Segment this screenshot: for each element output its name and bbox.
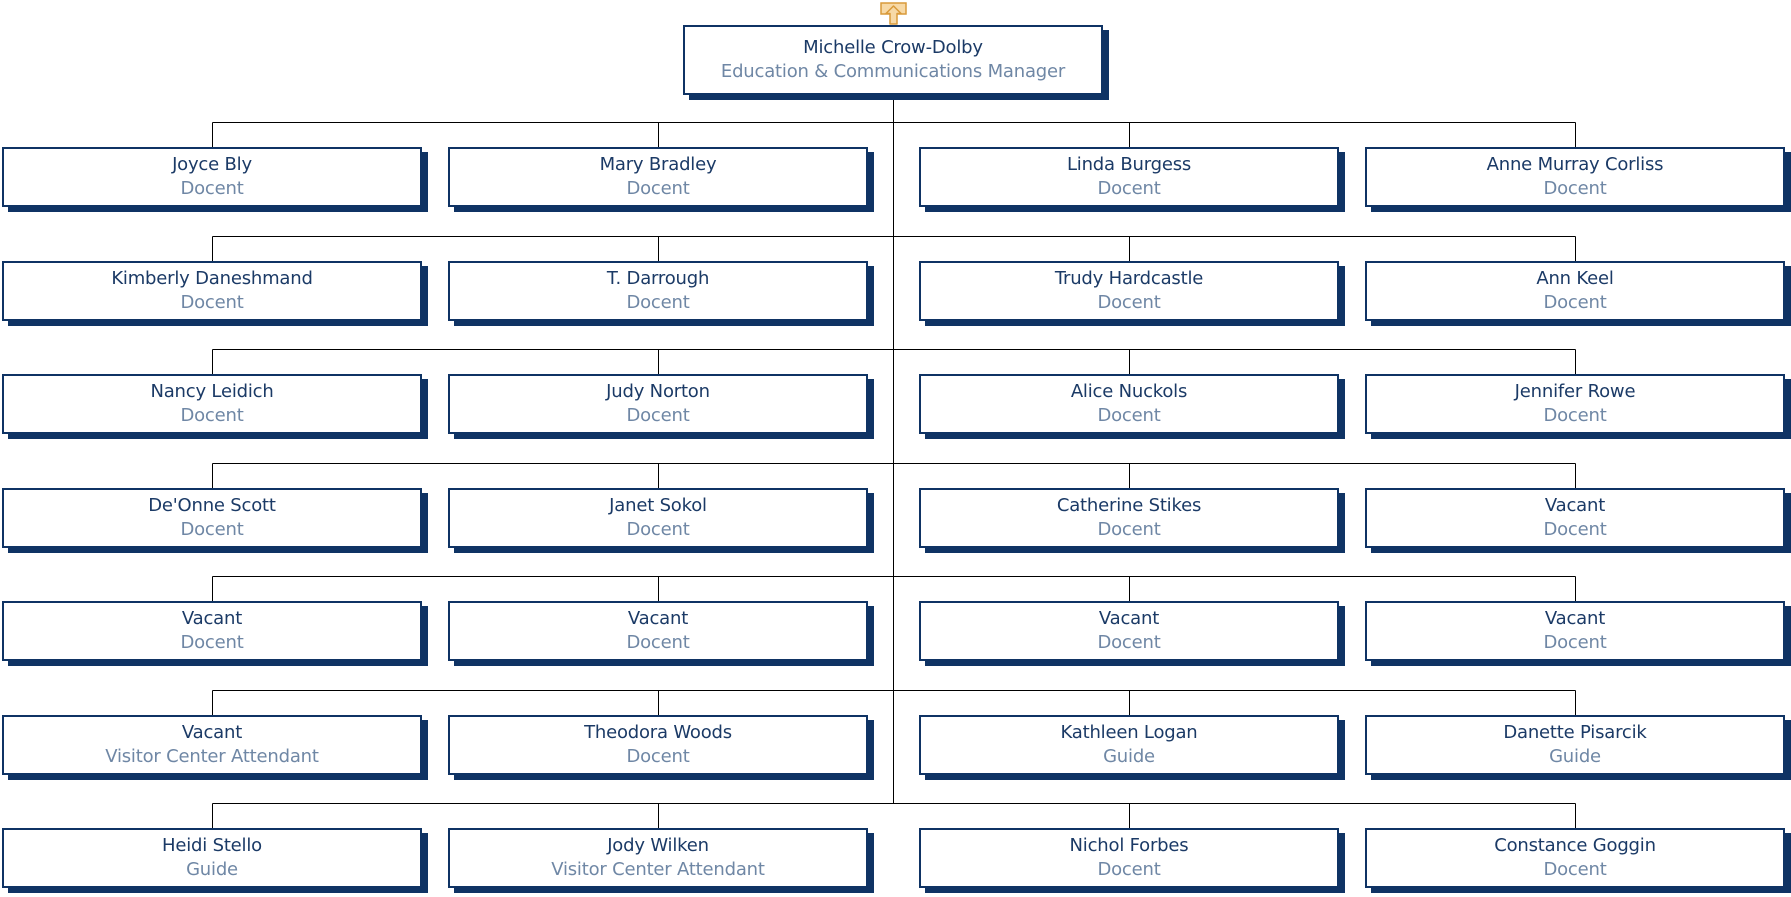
staff-title: Visitor Center Attendant <box>105 746 319 767</box>
staff-name: Vacant <box>1098 608 1160 629</box>
staff-name: Kimberly Daneshmand <box>111 268 313 289</box>
staff-title: Docent <box>626 292 690 313</box>
staff-title: Docent <box>1543 405 1607 426</box>
staff-name: Linda Burgess <box>1066 154 1192 175</box>
staff-name: Heidi Stello <box>162 835 262 856</box>
staff-title: Docent <box>626 632 690 653</box>
staff-name: Ann Keel <box>1536 268 1614 289</box>
staff-title: Docent <box>1097 292 1161 313</box>
staff-title: Docent <box>1097 519 1161 540</box>
staff-name: T. Darrough <box>606 268 710 289</box>
staff-name: Vacant <box>1544 495 1606 516</box>
staff-title: Docent <box>626 746 690 767</box>
staff-name: Nancy Leidich <box>150 381 274 402</box>
staff-title: Docent <box>1543 859 1607 880</box>
staff-name: Catherine Stikes <box>1056 495 1202 516</box>
staff-title: Docent <box>180 632 244 653</box>
manager-name: Michelle Crow-Dolby <box>803 37 983 58</box>
staff-title: Docent <box>1097 178 1161 199</box>
staff-title: Docent <box>180 178 244 199</box>
staff-name: Kathleen Logan <box>1060 722 1198 743</box>
staff-title: Docent <box>180 405 244 426</box>
staff-name: Janet Sokol <box>609 495 707 516</box>
staff-title: Docent <box>1543 519 1607 540</box>
staff-title: Docent <box>1543 292 1607 313</box>
staff-name: Vacant <box>627 608 689 629</box>
staff-name: Mary Bradley <box>599 154 717 175</box>
staff-title: Docent <box>1543 178 1607 199</box>
staff-title: Guide <box>1549 746 1601 767</box>
staff-title: Docent <box>1097 859 1161 880</box>
staff-name: Anne Murray Corliss <box>1486 154 1664 175</box>
staff-title: Visitor Center Attendant <box>551 859 765 880</box>
staff-title: Docent <box>626 178 690 199</box>
staff-name: Danette Pisarcik <box>1503 722 1647 743</box>
staff-title: Guide <box>1103 746 1155 767</box>
staff-title: Docent <box>626 405 690 426</box>
staff-name: Theodora Woods <box>584 722 732 743</box>
staff-title: Guide <box>186 859 238 880</box>
staff-title: Docent <box>1543 632 1607 653</box>
staff-name: De'Onne Scott <box>148 495 276 516</box>
staff-title: Docent <box>1097 405 1161 426</box>
manager-title: Education & Communications Manager <box>720 61 1066 82</box>
staff-name: Nichol Forbes <box>1069 835 1189 856</box>
staff-name: Jennifer Rowe <box>1514 381 1636 402</box>
up-arrow-icon[interactable] <box>880 2 907 26</box>
staff-name: Alice Nuckols <box>1070 381 1188 402</box>
staff-title: Docent <box>180 292 244 313</box>
staff-name: Vacant <box>181 722 243 743</box>
staff-name: Judy Norton <box>606 381 710 402</box>
staff-name: Vacant <box>181 608 243 629</box>
staff-name: Vacant <box>1544 608 1606 629</box>
staff-title: Docent <box>626 519 690 540</box>
staff-name: Constance Goggin <box>1494 835 1656 856</box>
staff-name: Joyce Bly <box>172 154 252 175</box>
manager-node[interactable]: Michelle Crow-Dolby Education & Communic… <box>683 25 1103 95</box>
staff-name: Jody Wilken <box>607 835 709 856</box>
staff-title: Docent <box>180 519 244 540</box>
staff-name: Trudy Hardcastle <box>1054 268 1204 289</box>
staff-title: Docent <box>1097 632 1161 653</box>
